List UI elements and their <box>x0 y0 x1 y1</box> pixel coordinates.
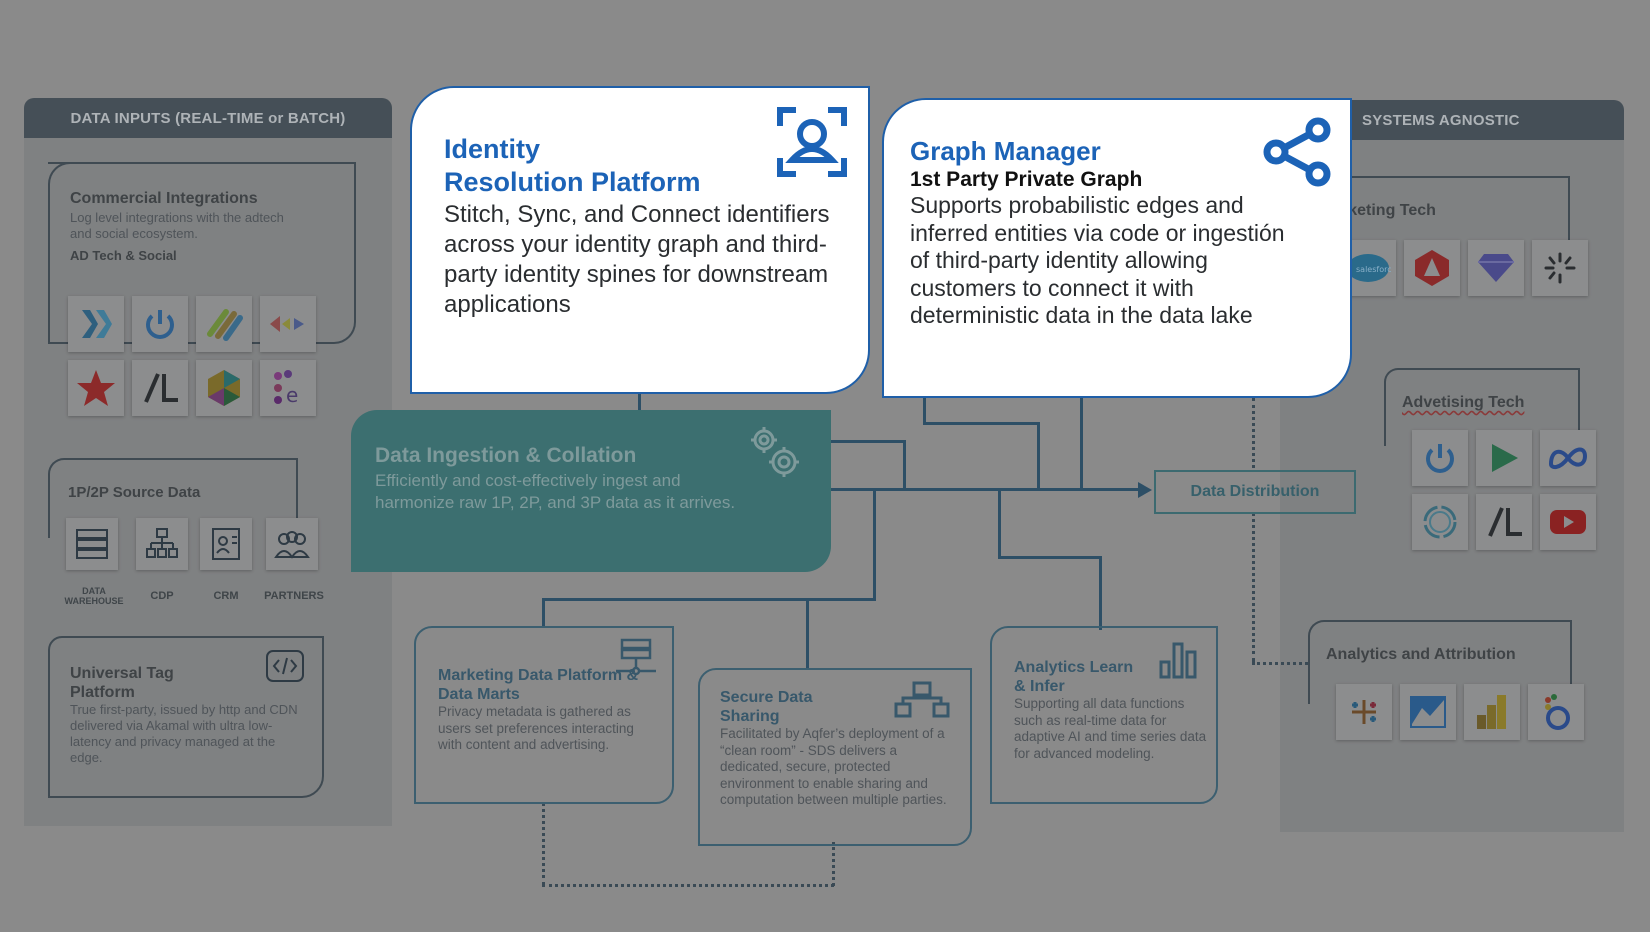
analytics-box <box>990 626 1218 804</box>
data-distribution-label: Data Distribution <box>1190 483 1320 500</box>
source-item-cdp: CDP <box>150 590 174 602</box>
universal-tag-title: Universal Tag Platform <box>70 665 174 701</box>
analytics-attribution-title: Analytics and Attribution <box>1326 646 1516 663</box>
power-logo <box>1412 430 1468 486</box>
secure-sharing-title: Secure Data Sharing <box>720 689 813 725</box>
connector-graph-left <box>923 394 926 424</box>
source-item-partners: PARTNERS <box>264 590 324 602</box>
tableau-logo <box>1336 684 1392 740</box>
dotted-to-analytics-attr <box>1252 662 1308 665</box>
universal-tag-desc: True first-party, issued by http and CDN… <box>70 702 298 765</box>
cdp-icon <box>136 518 188 570</box>
advertising-tech-frame <box>1384 368 1580 446</box>
marketing-data-title: Marketing Data Platform & Data Marts <box>438 667 639 703</box>
red-diamond-logo <box>1404 240 1460 296</box>
svg-text:salesforce: salesforce <box>1356 265 1391 274</box>
connector-graph-right <box>1080 394 1083 490</box>
marketing-tech-title: rketing Tech <box>1342 202 1436 219</box>
gears-icon <box>746 424 804 487</box>
arrow-head-distribution <box>1138 482 1152 498</box>
source-item-warehouse: DATA WAREHOUSE <box>64 586 124 606</box>
connector-down-left <box>873 490 876 600</box>
chart-area-logo <box>1400 684 1456 740</box>
connector-mid-h <box>998 556 1102 559</box>
burst-logo <box>1532 240 1588 296</box>
data-ingestion-title: Data Ingestion & Collation <box>375 444 637 467</box>
data-ingestion-box <box>351 410 831 572</box>
play-logo <box>1476 430 1532 486</box>
connector-left-h <box>542 598 876 601</box>
connector-graph-left-v2 <box>1037 422 1040 490</box>
user-scan-icon <box>776 106 848 183</box>
analytics-attribution-frame <box>1308 620 1572 704</box>
share-nodes-icon <box>1262 116 1332 193</box>
gem-logo <box>1468 240 1524 296</box>
marketing-data-desc: Privacy metadata is gathered as users se… <box>438 704 634 752</box>
graph-manager-card <box>882 98 1352 398</box>
dotted-bottom <box>542 884 834 887</box>
marketing-tech-frame <box>1280 176 1570 244</box>
left-panel-tab: DATA INPUTS (REAL-TIME or BATCH) <box>24 98 392 138</box>
graph-manager-desc: Supports probabilistic edges and inferre… <box>910 192 1285 328</box>
dotted-distribution-down <box>1252 512 1255 662</box>
logo-tile-arrows <box>260 296 316 352</box>
crm-icon <box>200 518 252 570</box>
powerbi-logo <box>1464 684 1520 740</box>
connector-graph-left-h <box>923 422 1039 425</box>
logo-tile-slash-l <box>132 360 188 416</box>
connector-to-analytics <box>1099 556 1102 630</box>
logo-tile-power <box>132 296 188 352</box>
identity-title-line2: Resolution Platform <box>444 167 701 197</box>
left-panel <box>24 130 392 826</box>
logo-tile-stripes <box>196 296 252 352</box>
logo-tile-hexagon <box>196 360 252 416</box>
advertising-tech-title: Advetising Tech <box>1402 394 1525 411</box>
server-icon <box>614 638 658 683</box>
data-warehouse-icon <box>66 518 118 570</box>
logo-tile-x <box>68 296 124 352</box>
commercial-integrations-title: Commercial Integrations <box>70 190 258 207</box>
logo-tile-e: e <box>260 360 316 416</box>
dotted-secure-down <box>832 842 835 886</box>
source-item-crm: CRM <box>213 590 239 602</box>
bar-chart-icon <box>1158 640 1198 685</box>
connector-to-secure <box>806 598 809 668</box>
marketing-data-box <box>414 626 674 804</box>
secure-sharing-desc: Facilitated by Aqfer’s deployment of a “… <box>720 726 947 807</box>
analytics-desc: Supporting all data functions such as re… <box>1014 696 1207 761</box>
identity-resolution-card <box>410 86 870 394</box>
ad-tech-social-label: AD Tech & Social <box>70 248 177 263</box>
graph-manager-title: Graph Manager <box>910 136 1101 166</box>
graph-manager-subtitle: 1st Party Private Graph <box>910 168 1143 191</box>
connector-main-horizontal <box>830 488 1142 491</box>
data-ingestion-desc: Efficiently and cost-effectively ingest … <box>375 471 736 512</box>
identity-title-line1: Identity <box>444 134 541 164</box>
secure-sharing-box <box>698 668 972 846</box>
svg-text:e: e <box>286 383 298 407</box>
data-distribution-box: Data Distribution <box>1154 470 1356 514</box>
code-icon <box>266 650 304 687</box>
dotted-marketing-down <box>542 802 545 886</box>
dotted-distribution-up <box>1252 398 1255 468</box>
commercial-integrations-desc: Log level integrations with the adtech a… <box>70 210 284 241</box>
slash-l-logo <box>1476 494 1532 550</box>
analytics-title: Analytics Learn & Infer <box>1014 659 1134 695</box>
meta-logo <box>1540 430 1596 486</box>
ring-logo <box>1412 494 1468 550</box>
identity-desc: Stitch, Sync, and Connect identifiers ac… <box>444 201 830 318</box>
connector-ingest-right-top <box>830 440 904 443</box>
universal-tag-frame <box>48 636 324 798</box>
partners-icon <box>266 518 318 570</box>
source-data-title: 1P/2P Source Data <box>68 484 201 501</box>
youtube-logo <box>1540 494 1596 550</box>
logo-tile-star <box>68 360 124 416</box>
connector-top-vertical <box>903 440 906 490</box>
google-analytics-logo <box>1528 684 1584 740</box>
source-data-frame <box>48 458 298 538</box>
connector-mid-v <box>998 490 1001 558</box>
network-icon <box>894 680 952 725</box>
connector-to-marketing <box>542 598 545 628</box>
connector-identity-down <box>638 392 641 410</box>
